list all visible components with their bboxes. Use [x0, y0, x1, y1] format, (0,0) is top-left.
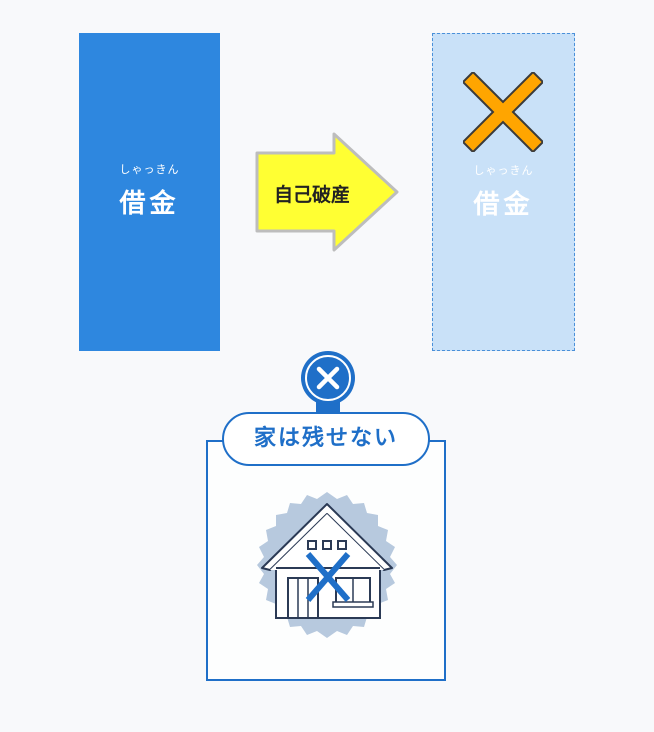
consequence-label: 家は残せない: [222, 412, 430, 466]
ban-icon: [301, 351, 355, 413]
debt-block-after: しゃっきん 借金: [432, 33, 575, 351]
debt-ruby-before: しゃっきん: [119, 163, 180, 176]
debt-label-before: 借金: [119, 189, 180, 219]
bankruptcy-label: 自己破産: [273, 184, 350, 206]
bankruptcy-arrow: [255, 132, 399, 252]
debt-ruby-after: しゃっきん: [473, 164, 534, 177]
debt-label-after: 借金: [473, 190, 534, 220]
house-crossed-icon: [257, 492, 397, 638]
cross-mark-icon: [463, 72, 543, 152]
debt-block-before: しゃっきん 借金: [79, 33, 220, 351]
